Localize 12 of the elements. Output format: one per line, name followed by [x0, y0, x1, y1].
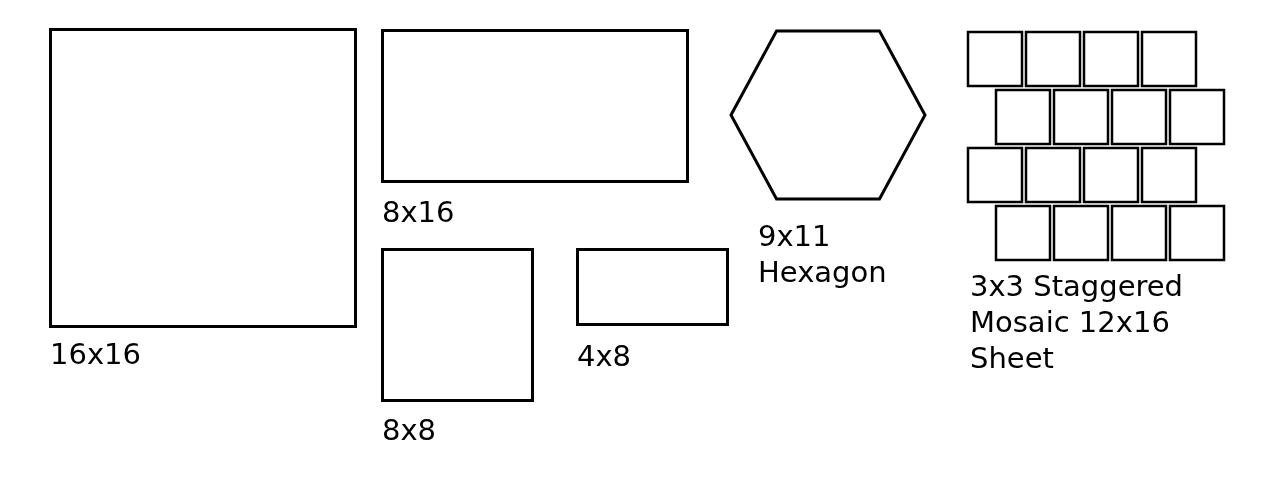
staggered-mosaic-drawing	[966, 30, 1226, 262]
tile-outline	[381, 29, 689, 183]
size-label: 4x8	[577, 338, 633, 374]
tile-outline	[381, 248, 534, 402]
hexagon-tile-outline	[729, 29, 927, 201]
size-label: 16x16	[50, 336, 142, 372]
size-label: 3x3 Staggered Mosaic 12x16 Sheet	[970, 268, 1185, 376]
tile-outline	[49, 28, 357, 328]
tile-outline	[576, 248, 729, 326]
size-label: 8x16	[382, 194, 456, 230]
size-label: 8x8	[382, 412, 438, 448]
size-label: 9x11 Hexagon	[758, 218, 888, 290]
